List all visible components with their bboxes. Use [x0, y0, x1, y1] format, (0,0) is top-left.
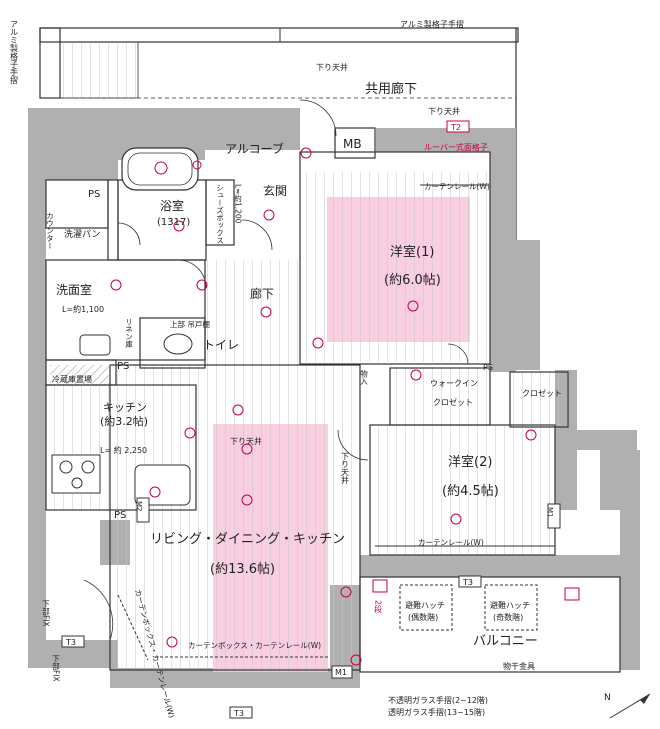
ps-mid-label: PS: [117, 361, 129, 372]
curtain-box-bottom-label: カーテンボックス・カーテンレール(W): [188, 641, 321, 650]
shoe-box-dim-label: L=約1,200: [234, 184, 243, 224]
western1-size-label: (約6.0帖): [384, 273, 441, 288]
kitchen-dim-label: L= 約 2,250: [100, 445, 147, 455]
western2-label: 洋室(2): [448, 454, 492, 470]
floor-areas: [46, 172, 568, 672]
washroom-label: 洗面室: [56, 282, 92, 297]
tag-t3-c: T3: [462, 578, 473, 587]
toilet-fixture: [163, 333, 193, 355]
curtain-rail-1-label: カーテンレール(W): [424, 182, 490, 191]
ps-right-label: PS: [483, 363, 493, 372]
ps-low-label: PS: [114, 510, 126, 521]
ps-top-label: PS: [88, 189, 100, 200]
hatch2-sub-label: (奇数階): [493, 612, 523, 622]
fix-lower-label: 下部FIX: [51, 655, 60, 682]
toilet-label: トイレ: [203, 338, 239, 352]
tag-markers: T2 T3 T3 T3 M1 M1 M2 2段: [61, 120, 561, 719]
western1-label: 洋室(1): [390, 244, 434, 260]
railing-top-label: アルミ製格子手摺: [400, 19, 464, 29]
tag-t3-a: T3: [65, 638, 76, 647]
hatch2-label: 避難ハッチ: [490, 600, 530, 610]
ldk-size-label: (約13.6帖): [210, 562, 275, 577]
hatch1-label: 避難ハッチ: [405, 600, 445, 610]
alcove-label: アルコーブ: [225, 141, 284, 156]
glass-note2-label: 透明ガラス手摺(13~15階): [388, 707, 485, 717]
common-corridor-label: 共用廊下: [365, 81, 417, 97]
curtain-rail-2-label: カーテンレール(W): [418, 538, 484, 547]
wash-basin: [79, 334, 111, 356]
balcony-hatches: [399, 584, 538, 631]
western2-size-label: (約4.5帖): [442, 484, 499, 499]
washroom-dim-label: L=約1,100: [62, 304, 104, 314]
tag-m2: M2: [135, 501, 143, 512]
bath-size-label: (1317): [157, 217, 190, 228]
fridge-label: 冷蔵庫置場: [52, 374, 92, 384]
ldk-label: リビング・ダイニング・キッチン: [150, 532, 345, 547]
kitchen-label: キッチン: [103, 401, 147, 414]
tag-t2: T2: [450, 123, 461, 132]
fix-upper-label: 下部FIX: [41, 600, 50, 627]
louver-railing-label: ルーバー式面格子: [424, 142, 488, 152]
bathtub: [121, 147, 199, 191]
counter-label: カウンター: [46, 212, 55, 250]
linen-label: リネン庫: [124, 318, 133, 349]
tag-m1-a: M1: [546, 507, 554, 518]
closet-label: クロゼット: [522, 388, 562, 398]
entrance-label: 玄関: [263, 183, 287, 198]
two-step-label: 2段: [374, 600, 383, 614]
ceiling-drop-right-label: 下り天井: [341, 452, 350, 485]
walk-in2-label: クロゼット: [433, 397, 473, 407]
upper-shelf-label: 上部 吊戸棚: [170, 319, 210, 329]
washer-pan-label: 洗濯パン: [64, 228, 100, 240]
compass-label: N: [604, 693, 611, 703]
electrical-markers: [110, 147, 580, 666]
hatch1-sub-label: (偶数階): [408, 612, 438, 622]
ceiling-drop-top-label: 下り天井: [316, 62, 348, 72]
door-swings: [83, 99, 469, 641]
shoe-box-label: シューズボックス: [215, 184, 224, 244]
bath-label: 浴室: [160, 198, 184, 213]
ceiling-drop-ldk-label: 下り天井: [230, 436, 262, 446]
railing-left-label: アルミ製格子手摺: [10, 20, 19, 85]
tag-m1-b: M1: [335, 668, 347, 677]
corridor-label: 廊下: [250, 286, 274, 301]
glass-note1-label: 不透明ガラス手摺(2~12階): [388, 695, 488, 705]
stove: [51, 454, 101, 494]
compass: N: [604, 693, 651, 719]
balcony-label: バルコニー: [473, 634, 538, 649]
tag-t3-b: T3: [233, 709, 244, 718]
storage-1-label: 物入: [359, 369, 368, 386]
walk-in-label: ウォークイン: [430, 379, 478, 388]
curtain-rails: [117, 184, 555, 661]
fridge-space: [50, 365, 110, 385]
ceiling-drop-corridor-label: 下り天井: [428, 106, 460, 116]
mb-label: MB: [343, 137, 362, 151]
kitchen-sink: [134, 464, 191, 506]
top-railing: [39, 27, 519, 240]
kitchen-size-label: (約3.2帖): [100, 414, 148, 428]
drying-rack-label: 物干金具: [503, 661, 535, 671]
